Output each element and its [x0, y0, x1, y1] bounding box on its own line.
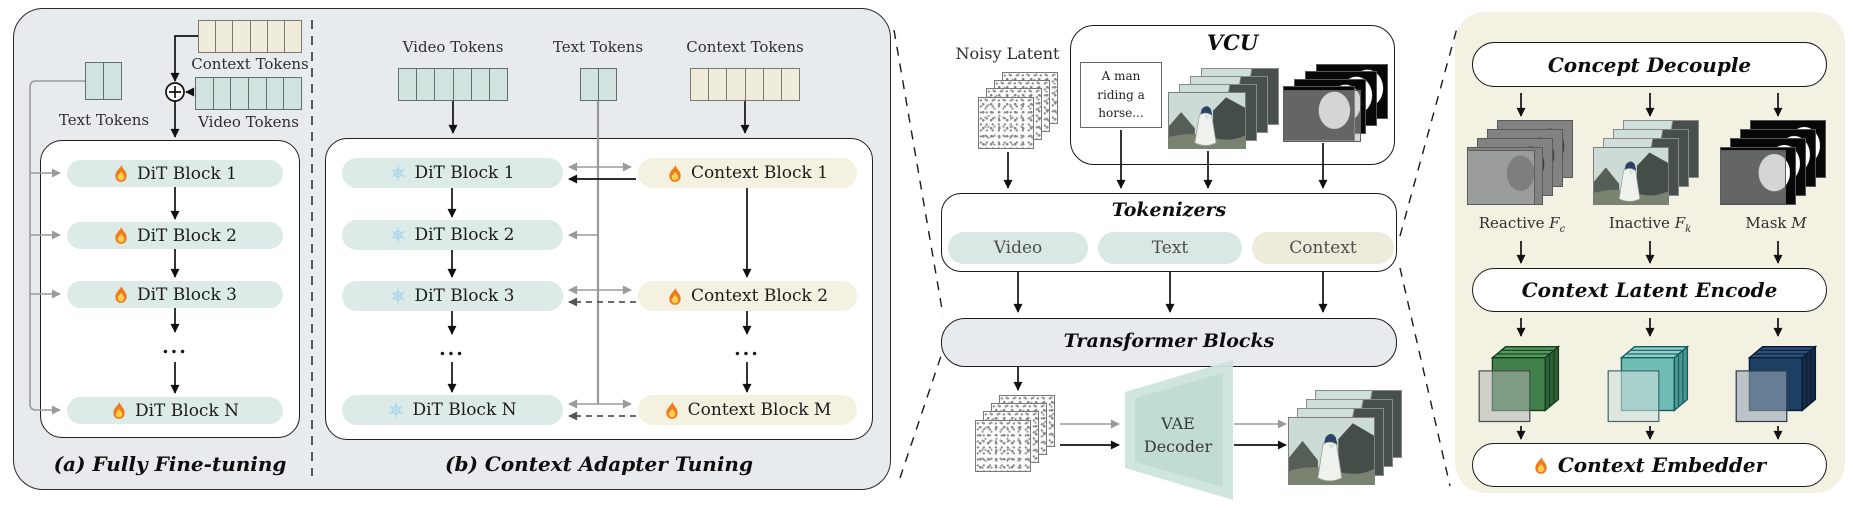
reactive-latent-cube [1478, 345, 1561, 423]
dit-block-3-b: DiT Block 3 [342, 281, 563, 311]
fire-icon [669, 164, 681, 182]
vcu-title: VCU [1206, 30, 1259, 55]
dit-block-label: DiT Block 2 [414, 225, 515, 245]
snowflake-icon [391, 288, 406, 304]
text-tokens-strip-b [580, 68, 617, 101]
dit-block-1-b: DiT Block 1 [342, 158, 563, 188]
vae-decoder-shape [1125, 360, 1233, 500]
dit-block-2-a: DiT Block 2 [67, 222, 283, 249]
output-latent-stack [975, 395, 1057, 475]
character-image [1594, 148, 1668, 204]
ellipsis-context-b: ... [734, 338, 760, 360]
reactive-label: Reactive Fc [1467, 214, 1577, 235]
context-block-label: Context Block 1 [690, 163, 829, 183]
panel-b-caption: (b) Context Adapter Tuning [445, 452, 753, 476]
dit-block-label: DiT Block N [134, 400, 240, 421]
context-block-label: Context Block 2 [690, 286, 829, 306]
reactive-frames [1467, 120, 1575, 206]
dit-block-1-a: DiT Block 1 [67, 160, 283, 187]
fire-icon [115, 227, 127, 244]
tokenizers-title: Tokenizers [1111, 199, 1227, 221]
vcu-mask-frames [1283, 64, 1389, 142]
video-tokens-strip-a [195, 77, 302, 110]
context-latent-encode-pill: Context Latent Encode [1472, 268, 1827, 312]
mask-label: Mask M [1722, 214, 1830, 232]
ellipsis-dit-b: ... [439, 338, 465, 360]
inactive-label: Inactive Fk [1595, 214, 1705, 235]
dit-block-n-a: DiT Block N [67, 397, 283, 424]
context-latent-encode-label: Context Latent Encode [1521, 278, 1778, 302]
text-tokens-label-b: Text Tokens [552, 38, 644, 56]
tokenizer-context-pill: Context [1252, 232, 1394, 264]
context-tokens-label-a: Context Tokens [191, 55, 309, 73]
vae-decoder-label: VAE Decoder [1128, 412, 1228, 458]
context-tokens-strip-a [198, 20, 302, 53]
output-video-frames [1288, 390, 1403, 486]
character-image [1169, 93, 1245, 148]
mask-frames [1720, 120, 1828, 206]
context-embedder-pill: Context Embedder [1472, 443, 1827, 487]
inactive-latent-cube [1607, 345, 1690, 423]
fire-icon [1535, 456, 1547, 474]
dit-block-3-a: DiT Block 3 [67, 281, 283, 308]
vcu-video-frames [1168, 68, 1280, 150]
mask-latent-cube [1735, 345, 1818, 423]
dit-block-label: DiT Block 1 [136, 163, 238, 184]
concept-decouple-pill: Concept Decouple [1472, 42, 1827, 87]
inactive-symbol: F [1674, 214, 1686, 232]
noisy-latent-stack [978, 72, 1060, 152]
fire-icon [665, 401, 678, 419]
fire-icon [115, 165, 127, 182]
inactive-frames [1593, 120, 1701, 206]
noisy-latent-label: Noisy Latent [955, 44, 1060, 63]
inactive-name: Inactive [1608, 214, 1675, 232]
ellipsis-a: ... [162, 336, 188, 358]
snowflake-icon [389, 402, 404, 418]
transformer-blocks-box [941, 318, 1397, 367]
mask-name: Mask [1745, 214, 1792, 232]
dit-block-label: DiT Block N [412, 400, 517, 420]
dit-block-2-b: DiT Block 2 [342, 220, 563, 250]
inactive-sub: k [1685, 224, 1692, 235]
video-tokens-strip-b [398, 68, 508, 101]
transformer-blocks-title: Transformer Blocks [1063, 330, 1275, 352]
dit-block-label: DiT Block 3 [414, 286, 515, 306]
vae-label-line2: Decoder [1143, 437, 1213, 457]
vae-label-line1: VAE [1161, 414, 1195, 433]
context-block-label: Context Block M [687, 400, 832, 420]
concept-decouple-label: Concept Decouple [1547, 52, 1752, 77]
panel-a-caption: (a) Fully Fine-tuning [53, 452, 287, 476]
tokenizer-video-pill: Video [948, 232, 1088, 264]
dit-block-n-b: DiT Block N [342, 395, 563, 425]
text-tokens-strip-a [85, 62, 122, 100]
context-block-1: Context Block 1 [638, 158, 857, 188]
fire-icon [113, 402, 125, 419]
dit-block-label: DiT Block 1 [414, 163, 515, 183]
reactive-symbol: F [1549, 214, 1560, 232]
context-block-2: Context Block 2 [638, 281, 857, 311]
context-tokens-label-b: Context Tokens [686, 38, 804, 56]
snowflake-icon [391, 165, 406, 181]
reactive-sub: c [1559, 224, 1566, 235]
dit-block-label: DiT Block 2 [136, 225, 238, 246]
character-image [1289, 418, 1374, 484]
context-tokens-strip-b [690, 68, 800, 101]
tokenizer-text-pill: Text [1098, 232, 1242, 264]
mask-symbol: M [1791, 214, 1807, 232]
fire-icon [669, 287, 681, 305]
dit-block-label: DiT Block 3 [136, 284, 238, 305]
fire-icon [115, 286, 127, 303]
snowflake-icon [391, 227, 406, 243]
video-tokens-label-b: Video Tokens [402, 38, 504, 56]
vcu-prompt-box: A man riding a horse... [1080, 62, 1162, 128]
context-embedder-label: Context Embedder [1557, 453, 1767, 477]
reactive-name: Reactive [1478, 214, 1550, 232]
text-tokens-label-a: Text Tokens [58, 111, 150, 129]
context-block-m: Context Block M [638, 395, 857, 425]
video-tokens-label-a: Video Tokens [198, 113, 299, 131]
